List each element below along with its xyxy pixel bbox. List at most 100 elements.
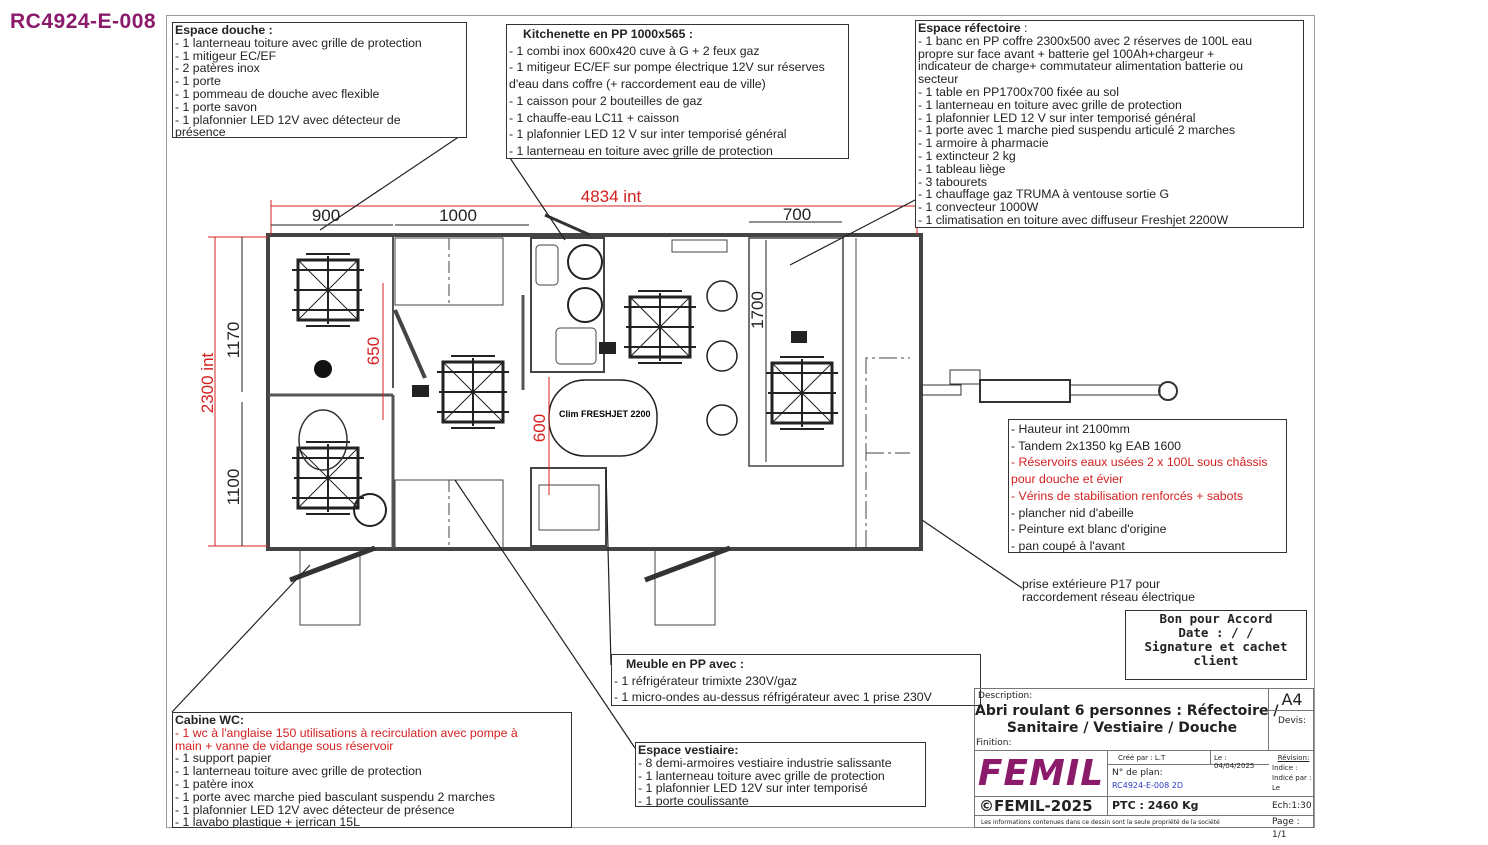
dim-1700: 1700	[748, 291, 767, 329]
note-line: - 1 lanterneau toiture avec grille de pr…	[175, 764, 422, 779]
note-line: - 1 table en PP1700x700 fixée au sol	[918, 84, 1119, 99]
revision-label: Révision:	[1277, 754, 1310, 762]
approval-date: Date : / /	[1178, 625, 1254, 640]
note-title: Espace douche :	[175, 23, 273, 37]
note-line: raccordement réseau électrique	[1022, 590, 1195, 604]
note-line: prise extérieure P17 pour	[1022, 577, 1161, 591]
note-line: - 1 porte savon	[175, 99, 258, 114]
note-line: - 1 micro-ondes au-dessus réfrigérateur …	[614, 690, 932, 704]
note-line: - 1 lanterneau en toiture avec grille de…	[918, 97, 1182, 112]
stool	[706, 404, 738, 436]
approval-signature: Signature et cachet client	[1144, 639, 1288, 668]
clim-label: Clim FRESHJET 2200	[559, 409, 651, 419]
pharmacy-icon	[791, 331, 807, 343]
plan-number-label: N° de plan:	[1112, 768, 1163, 778]
note-line: - 1 mitigeur EC/EF sur pompe électrique …	[509, 60, 825, 75]
dim-900: 900	[312, 206, 340, 225]
roof-hatch-icon	[622, 289, 698, 365]
table	[748, 237, 844, 467]
note-line: - 1 porte	[175, 74, 221, 89]
step-wc	[299, 548, 361, 626]
note-line: - 2 patères inox	[175, 61, 260, 76]
note-line: - Réservoirs eaux usées 2 x 100L sous ch…	[1011, 455, 1268, 470]
drawbar	[920, 369, 1178, 403]
note-line: - Hauteur int 2100mm	[1011, 422, 1130, 436]
note-espace-refectoire: Espace réfectoire : - 1 banc en PP coffr…	[915, 20, 1304, 228]
note-line: - plancher nid d'abeille	[1011, 505, 1134, 520]
note-line: - 1 pommeau de douche avec flexible	[175, 86, 380, 101]
note-line: - 1 chauffage gaz TRUMA à ventouse sorti…	[918, 187, 1170, 202]
approval-title: Bon pour Accord	[1159, 611, 1273, 626]
stool	[706, 340, 738, 372]
note-title: Kitchenette en PP 1000x565 :	[523, 27, 693, 41]
note-title: Cabine WC:	[175, 713, 244, 727]
approval-box: Bon pour Accord Date : / / Signature et …	[1125, 610, 1307, 680]
note-line: - 1 porte avec marche pied basculant sus…	[175, 789, 495, 804]
note-line: - 1 lavabo plastique + jerrican 15L	[175, 815, 360, 828]
note-line: pour douche et évier	[1011, 472, 1124, 487]
description-line: Abri roulant 6 personnes : Réfectoire /	[975, 703, 1279, 719]
dim-700: 700	[783, 205, 811, 224]
scale: Ech:1:30	[1269, 797, 1315, 816]
note-line: - 1 wc à l'anglaise 150 utilisations à r…	[175, 725, 518, 740]
finition-label: Finition:	[976, 738, 1012, 748]
dimension-lines	[241, 221, 842, 546]
ptc-weight: PTC : 2460 Kg	[1108, 797, 1269, 816]
note-line: secteur	[918, 72, 959, 87]
note-line: - 1 chauffe-eau LC11 + caisson	[509, 110, 680, 125]
drawing-sheet	[166, 15, 1315, 828]
note-kitchenette: Kitchenette en PP 1000x565 : - 1 combi i…	[506, 24, 849, 159]
note-meuble: Meuble en PP avec : - 1 réfrigérateur tr…	[611, 654, 981, 706]
note-line: présence	[175, 125, 226, 138]
shower-drain-icon	[314, 360, 332, 378]
note-line: - 1 lanterneau toiture avec grille de pr…	[638, 768, 885, 783]
page-number: Page : 1/1	[1272, 817, 1300, 840]
note-line: - 1 patère inox	[175, 776, 254, 791]
roof-hatch-icon	[764, 355, 840, 431]
note-line: propre sur face avant + batterie gel 100…	[918, 46, 1215, 61]
note-line: - Tandem 2x1350 kg EAB 1600	[1011, 438, 1181, 453]
note-line: - 1 lanterneau en toiture avec grille de…	[509, 143, 773, 158]
dim-total-length: 4834 int	[581, 187, 642, 206]
dim-total-width: 2300 int	[198, 352, 217, 413]
indice-label: Indice :	[1272, 764, 1298, 772]
stool	[706, 280, 738, 312]
dim-1000: 1000	[439, 206, 477, 225]
note-espace-vestiaire: Espace vestiaire: - 8 demi-armoires vest…	[635, 742, 926, 807]
note-cabine-wc: Cabine WC: - 1 wc à l'anglaise 150 utili…	[172, 712, 572, 828]
note-line: - 1 réfrigérateur trimixte 230V/gaz	[614, 673, 798, 688]
note-line: - pan coupé à l'avant	[1011, 538, 1125, 553]
note-line: - 1 convecteur 1000W	[918, 200, 1039, 215]
note-line: - 1 plafonnier LED 12V sur inter tempori…	[638, 781, 868, 796]
note-line: - Peinture ext blanc d'origine	[1011, 522, 1167, 537]
note-line: - 8 demi-armoires vestiaire industrie sa…	[638, 755, 892, 770]
devis-label: Devis:	[1269, 711, 1315, 751]
note-line: - 1 porte avec 1 marche pied suspendu ar…	[918, 123, 1236, 138]
door-douche	[393, 309, 427, 379]
sink-icon	[353, 493, 387, 527]
roof-hatch-icon	[290, 252, 366, 328]
plan-number: RC4924-E-008 2D	[1112, 781, 1183, 790]
dim-1100: 1100	[224, 469, 243, 506]
note-espace-douche: Espace douche : - 1 lanterneau toiture a…	[172, 22, 467, 138]
note-line: main + vanne de vidange sous réservoir	[175, 738, 394, 753]
leader-lines	[171, 131, 1023, 749]
description-label: Description:	[978, 691, 1033, 701]
note-title-suffix: :	[1020, 21, 1028, 35]
note-title: Meuble en PP avec :	[626, 657, 745, 671]
note-general-specs: - Hauteur int 2100mm - Tandem 2x1350 kg …	[1008, 419, 1287, 553]
note-line: - 1 porte coulissante	[638, 794, 749, 807]
creation-date: Le : 04/04/2025	[1211, 751, 1269, 770]
fridge	[530, 467, 607, 547]
note-line: - 3 tabourets	[918, 174, 988, 189]
dimension-lines-red	[208, 200, 918, 547]
note-line: - 1 armoire à pharmacie	[918, 136, 1049, 151]
femil-logo: FEMIL	[975, 751, 1108, 797]
note-line: - 1 tableau liège	[918, 161, 1006, 176]
copyright: ©FEMIL-2025	[975, 797, 1108, 816]
roof-hatch-icon	[290, 440, 366, 516]
revision-date-label: Le	[1272, 784, 1281, 792]
note-title: Espace vestiaire:	[638, 743, 739, 757]
disclaimer: Les informations contenues dans ce dessi…	[981, 819, 1220, 826]
